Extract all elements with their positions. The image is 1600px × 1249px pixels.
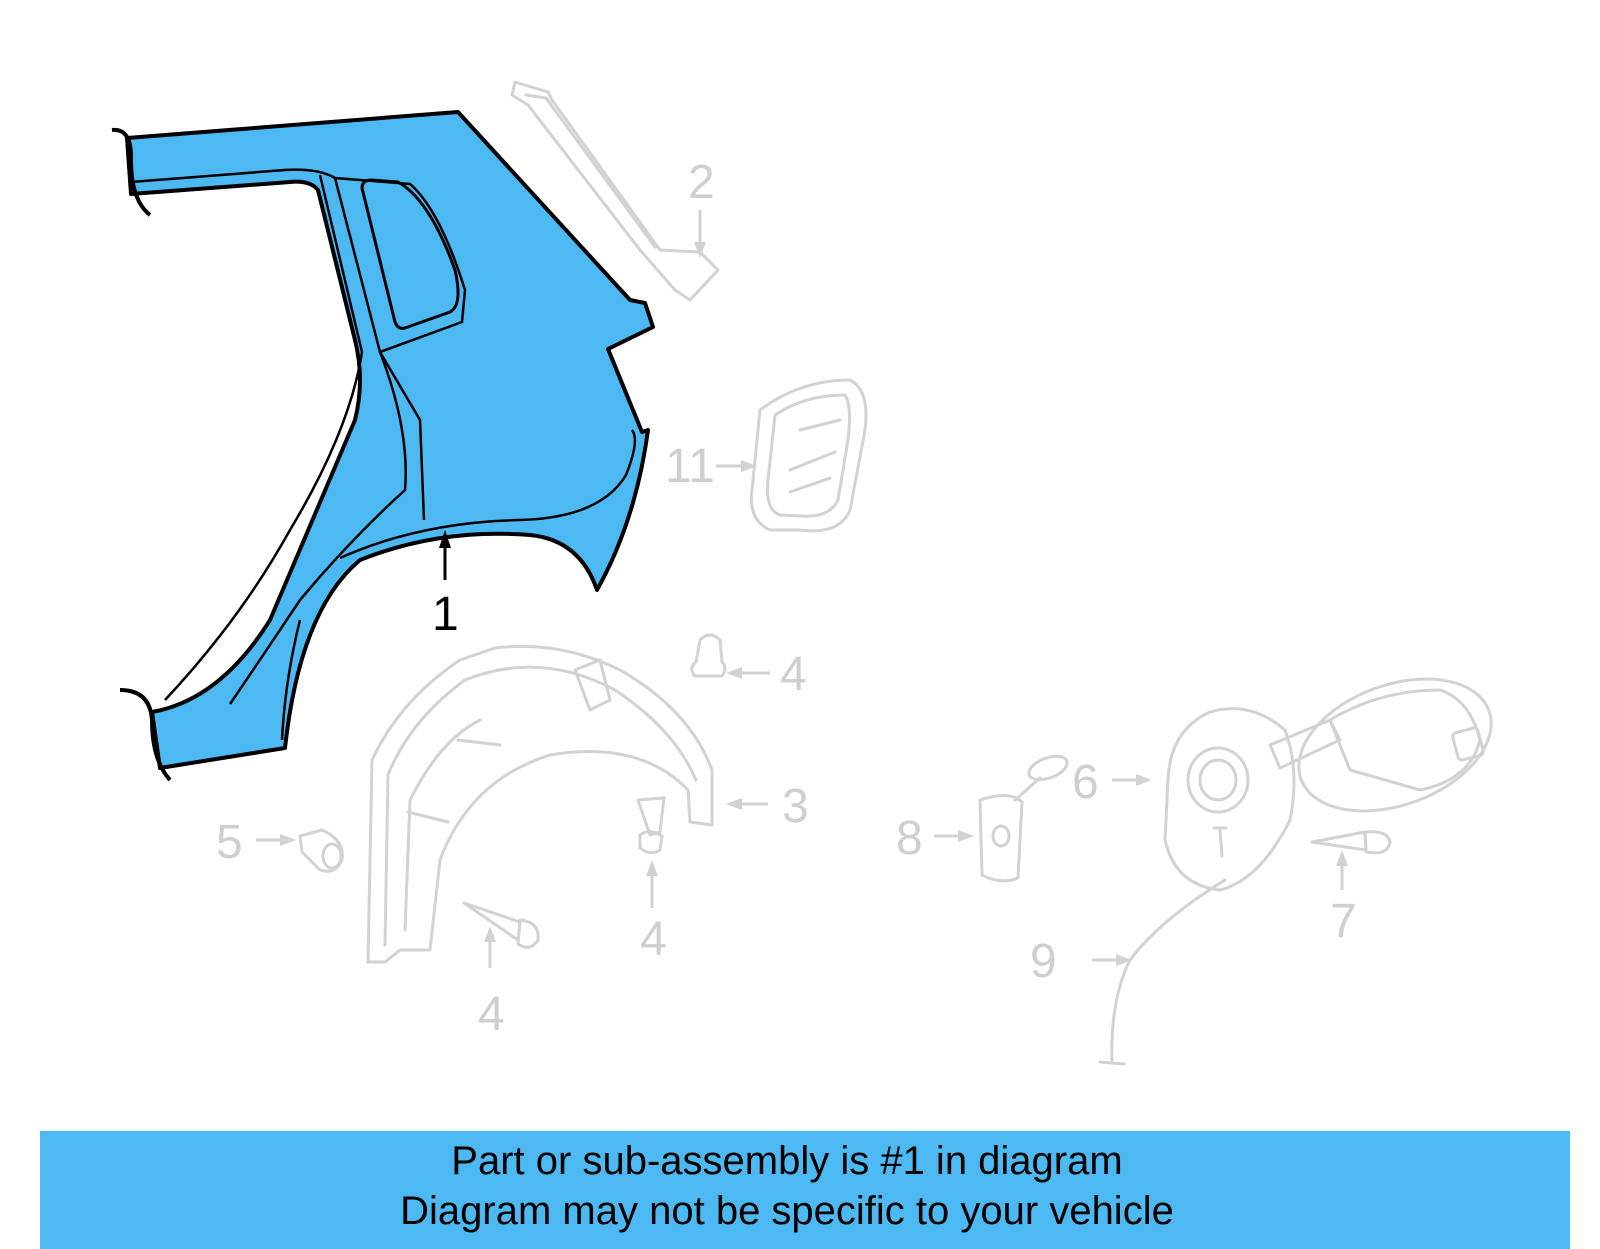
callout-2: 2 — [688, 156, 715, 258]
part-7-filler-housing[interactable] — [1163, 654, 1509, 892]
callout-7-label: 6 — [1072, 756, 1099, 809]
callout-1-label: 1 — [432, 588, 459, 641]
callout-9: 8 — [896, 812, 974, 865]
part-1-quarter-panel[interactable] — [111, 110, 655, 782]
callout-5-label: 4 — [780, 648, 807, 701]
callout-8-label: 7 — [1330, 895, 1357, 948]
callout-3-label: 3 — [782, 780, 809, 833]
part-11-fuel-door[interactable] — [749, 378, 868, 533]
part-9-seal[interactable] — [978, 752, 1070, 883]
part-8-screw[interactable] — [1310, 830, 1392, 855]
callout-4b-label: 4 — [478, 988, 505, 1041]
callout-3: 3 — [726, 780, 809, 833]
callout-4b: 4 — [478, 926, 505, 1041]
callout-11-label: 11 — [665, 440, 715, 493]
callout-2-label: 2 — [688, 156, 715, 209]
part-4-screw-b[interactable] — [462, 901, 540, 949]
banner-line-2: Diagram may not be specific to your vehi… — [400, 1189, 1174, 1233]
callout-1: 1 — [432, 530, 459, 641]
callout-7: 6 — [1072, 756, 1152, 809]
callout-9-label: 8 — [896, 812, 923, 865]
callout-10: 9 — [1030, 935, 1132, 988]
part-10-release-cable[interactable] — [1098, 878, 1227, 1066]
part-6-bushing[interactable] — [298, 828, 344, 873]
part-5-clip[interactable] — [690, 633, 727, 678]
callout-10-label: 9 — [1030, 935, 1057, 988]
banner-line-1: Part or sub-assembly is #1 in diagram — [451, 1139, 1123, 1183]
part-2-rail[interactable] — [510, 80, 720, 302]
callout-4a: 4 — [640, 860, 667, 966]
callout-4a-label: 4 — [640, 913, 667, 966]
callout-11: 11 — [665, 440, 757, 493]
parts-diagram: 1 2 11 3 4 — [111, 80, 1509, 1066]
part-3-wheelhouse-liner[interactable] — [366, 644, 714, 964]
callout-6-label: 5 — [216, 816, 243, 869]
callout-5: 4 — [726, 648, 807, 701]
callout-8: 7 — [1330, 850, 1357, 948]
info-banner: Part or sub-assembly is #1 in diagram Di… — [40, 1131, 1570, 1249]
part-4-screw-a[interactable] — [636, 796, 666, 855]
callout-6: 5 — [216, 816, 296, 869]
